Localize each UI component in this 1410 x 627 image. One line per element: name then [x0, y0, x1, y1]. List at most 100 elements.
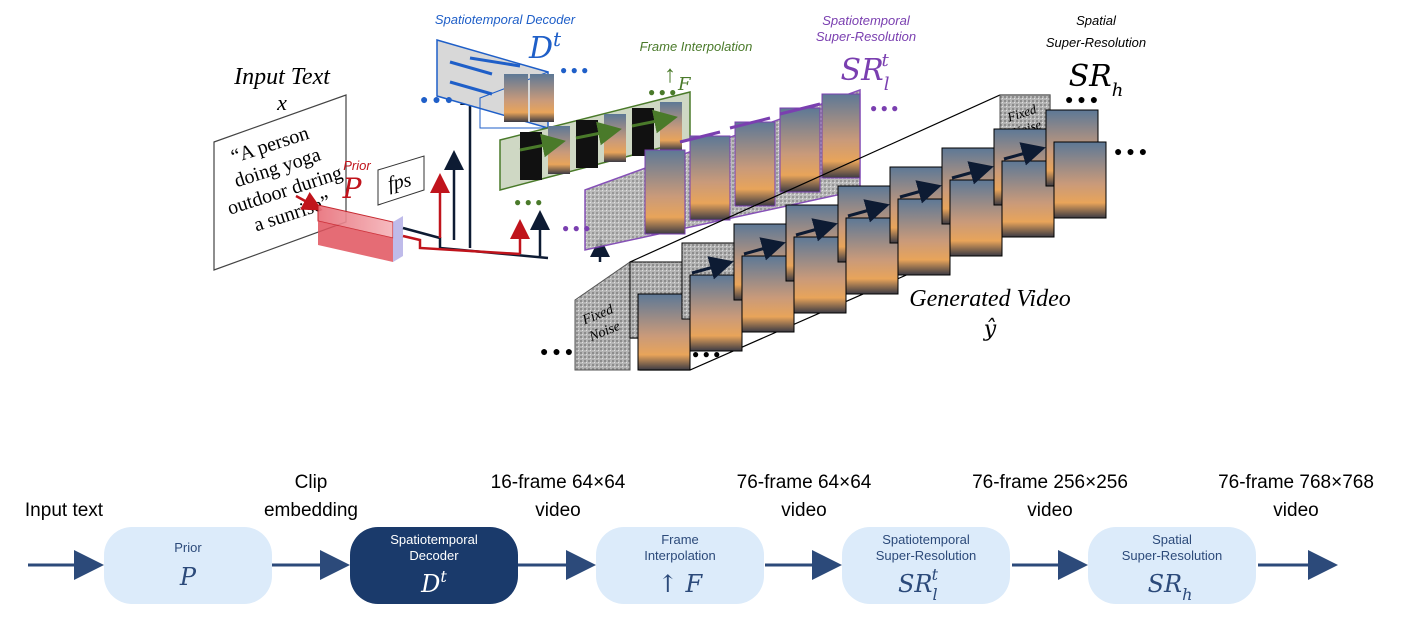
- decoder-arrow: [449, 60, 493, 76]
- video-frame: [793, 236, 847, 314]
- stage-symbol: ↑ F: [658, 570, 704, 598]
- interp-arrow: [519, 133, 566, 158]
- ellipsis-icon: ● ● ●: [560, 63, 588, 77]
- video-frame: [897, 198, 951, 276]
- ellipsis-icon: ● ● ●: [648, 85, 676, 99]
- sr-high-label: Spatial: [1076, 13, 1117, 28]
- stage-prior: Prior P: [104, 527, 272, 604]
- interp-arrow: [575, 121, 622, 146]
- video-frame-arrow: [743, 237, 786, 261]
- text-to-prior-arrow: [295, 192, 323, 211]
- stage-name: Super-Resolution: [876, 548, 976, 563]
- sr-low-frame: [689, 135, 731, 221]
- generated-video-label: Generated Video: [909, 286, 1071, 312]
- stage-box: [842, 527, 1010, 604]
- ellipsis-icon: ● ● ●: [870, 101, 898, 115]
- input-text-heading: Input Text: [233, 64, 331, 90]
- video-frame-arrow: [899, 180, 942, 204]
- sr-high-label: Super-Resolution: [1046, 35, 1146, 50]
- svg-text:76-frame 64×64: 76-frame 64×64: [737, 472, 872, 493]
- pipeline: Input text Clip embedding 16-frame 64×64…: [25, 472, 1374, 604]
- stage-name: Frame: [661, 532, 699, 547]
- fixed-noise-front: [574, 261, 631, 371]
- interp-block: Frame Interpolation ↑F ● ● ● ● ● ●: [499, 39, 753, 209]
- stage-sr-high: Spatial Super-Resolution SRh: [1088, 527, 1256, 604]
- sr-low-arrow: [779, 102, 821, 116]
- prior-label: Prior: [343, 158, 371, 173]
- fps-label: fps: [386, 169, 414, 195]
- video-frame-arrow: [951, 161, 994, 185]
- stage-name: Decoder: [409, 548, 459, 563]
- stage-box: [350, 527, 518, 604]
- video-frame: [1053, 141, 1107, 219]
- edge-label: 16-frame 64×64 video: [491, 472, 626, 521]
- video-frame-arrow: [691, 256, 734, 280]
- red-feed-line: [402, 234, 521, 256]
- svg-text:76-frame 256×256: 76-frame 256×256: [972, 472, 1128, 493]
- sr-low-frame: [779, 107, 821, 193]
- decoder-frame: [504, 74, 528, 122]
- input-text-symbol: x: [276, 90, 287, 115]
- dark-feed-line: [402, 226, 549, 260]
- stage-symbol: Dt: [420, 567, 447, 598]
- stage-name: Prior: [174, 540, 202, 555]
- svg-text:embedding: embedding: [264, 500, 358, 521]
- ellipsis-icon: ● ● ●: [420, 91, 453, 107]
- prior-block: Prior P fps: [317, 155, 425, 262]
- sr-high-symbol: SRh: [1069, 59, 1124, 101]
- svg-text:16-frame 64×64: 16-frame 64×64: [491, 472, 626, 493]
- ellipsis-icon: ● ● ●: [514, 195, 542, 209]
- edge-label: Clip embedding: [264, 472, 358, 521]
- interp-arrow: [631, 109, 678, 134]
- interp-label: Frame Interpolation: [640, 39, 753, 54]
- ellipsis-icon: ● ● ●: [562, 221, 590, 235]
- svg-text:video: video: [781, 500, 826, 521]
- stage-name: Super-Resolution: [1122, 548, 1222, 563]
- sr-low-arrow: [679, 130, 721, 144]
- sr-low-symbol: SRlt: [841, 50, 890, 95]
- sr-low-label: Super-Resolution: [816, 29, 916, 44]
- video-frame-arrow: [1003, 142, 1046, 166]
- decoder-label: Spatiotemporal Decoder: [435, 12, 576, 27]
- video-frame-arrow: [847, 199, 890, 223]
- sr-low-label: Spatiotemporal: [822, 13, 911, 28]
- stage-symbol: SRlt: [898, 565, 939, 604]
- video-frame-arrow: [795, 218, 838, 242]
- stage-box: [596, 527, 764, 604]
- ellipsis-icon: ● ● ●: [1114, 143, 1147, 159]
- svg-text:76-frame 768×768: 76-frame 768×768: [1218, 472, 1374, 493]
- ellipsis-icon: ● ● ●: [692, 347, 720, 361]
- interp-frame: [660, 102, 682, 150]
- sr-low-frame: [821, 93, 861, 179]
- prior-symbol: P: [342, 172, 363, 205]
- decoder-symbol: Dt: [528, 27, 562, 66]
- stage-name: Spatiotemporal: [882, 532, 970, 547]
- stage-name: Spatiotemporal: [390, 532, 478, 547]
- interp-black-frame: [520, 132, 542, 180]
- interp-black-frame: [632, 108, 654, 156]
- svg-text:video: video: [1273, 500, 1318, 521]
- edge-label: 76-frame 64×64 video: [737, 472, 872, 521]
- svg-text:video: video: [1027, 500, 1072, 521]
- stage-name: Interpolation: [644, 548, 716, 563]
- sr-low-frame: [734, 121, 776, 207]
- generated-video-frames: [629, 109, 1107, 371]
- stage-decoder: Spatiotemporal Decoder Dt: [350, 527, 518, 604]
- fps-card: [377, 155, 425, 206]
- edge-label: 76-frame 768×768 video: [1218, 472, 1374, 521]
- stage-name: Spatial: [1152, 532, 1192, 547]
- sr-low-block: Spatiotemporal Super-Resolution SRlt ● ●…: [562, 13, 916, 251]
- svg-text:Clip: Clip: [295, 472, 328, 493]
- prior-box-front: [318, 221, 393, 262]
- interp-black-frame: [576, 120, 598, 168]
- interp-frame: [604, 114, 626, 162]
- conditioning-lines: [402, 85, 610, 262]
- ellipsis-icon: ● ● ●: [1065, 91, 1098, 107]
- interp-symbol: ↑F: [664, 61, 692, 95]
- decoder-block: Spatiotemporal Decoder Dt ● ● ● ● ● ●: [420, 12, 588, 129]
- edge-label: 76-frame 256×256 video: [972, 472, 1128, 521]
- decoder-arrow: [449, 80, 493, 96]
- stage-symbol: SRh: [1148, 570, 1193, 604]
- decoder-arrow: [469, 56, 521, 68]
